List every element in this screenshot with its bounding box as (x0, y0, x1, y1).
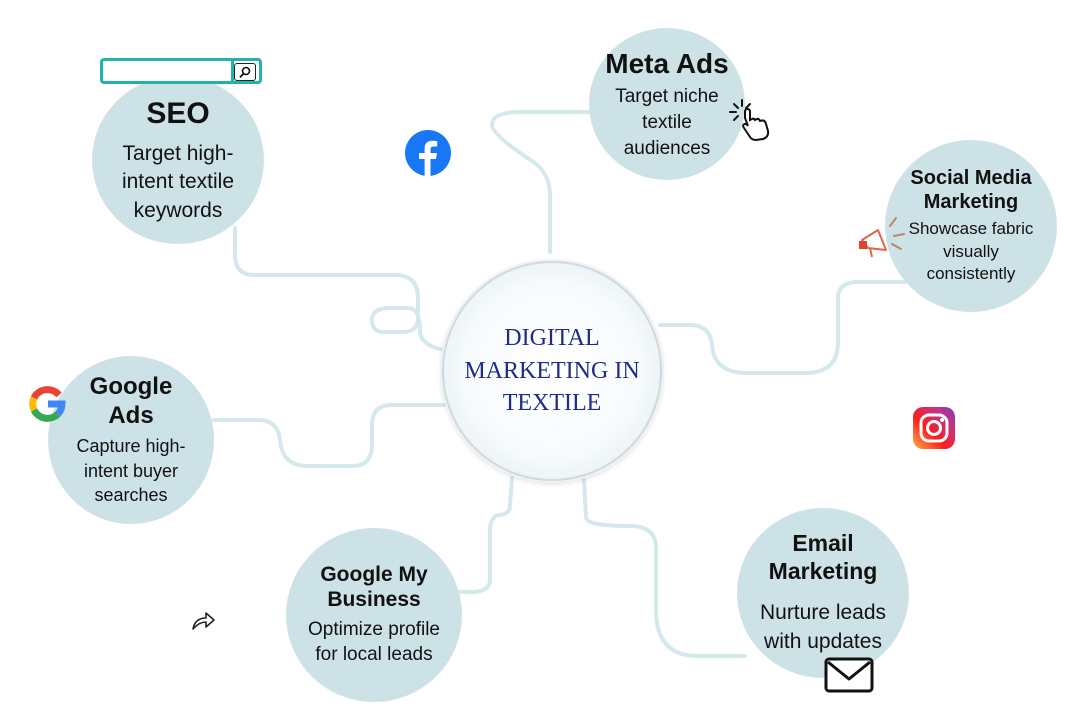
node-meta-ads-title: Meta Ads (605, 47, 729, 79)
mail-icon (824, 657, 874, 698)
node-social-media: Social Media Marketing Showcase fabric v… (885, 140, 1057, 312)
node-email-desc: Nurture leads with updates (759, 601, 887, 653)
node-google-ads-title: Google Ads (89, 372, 173, 429)
share-arrow-icon (191, 608, 217, 637)
click-hand-icon (728, 98, 774, 147)
node-email-marketing: Email Marketing Nurture leads with updat… (737, 508, 909, 678)
node-seo-desc: Target high-intent textile keywords (121, 142, 235, 222)
central-topic-title: DIGITAL MARKETING IN TEXTILE (464, 325, 640, 417)
node-seo-title: SEO (146, 97, 210, 130)
node-meta-ads: Meta Ads Target niche textile audiences (589, 28, 745, 180)
megaphone-icon (856, 214, 912, 269)
node-meta-ads-desc: Target niche textile audiences (615, 86, 719, 159)
node-google-ads-desc: Capture high-intent buyer searches (76, 436, 186, 505)
node-gmb-title: Google My Business (320, 563, 428, 612)
node-seo: SEO Target high-intent textile keywords (92, 76, 264, 244)
node-social-media-title: Social Media Marketing (910, 166, 1032, 213)
instagram-icon (913, 407, 955, 454)
node-social-media-desc: Showcase fabric visually consistently (908, 218, 1034, 284)
search-bar-icon (100, 58, 262, 84)
google-icon (28, 385, 66, 428)
central-topic: DIGITAL MARKETING IN TEXTILE (442, 261, 662, 481)
node-google-my-business: Google My Business Optimize profile for … (286, 528, 462, 702)
node-gmb-desc: Optimize profile for local leads (308, 618, 440, 666)
node-google-ads: Google Ads Capture high-intent buyer sea… (48, 356, 214, 524)
node-email-title: Email Marketing (768, 530, 878, 584)
facebook-icon (405, 130, 451, 181)
